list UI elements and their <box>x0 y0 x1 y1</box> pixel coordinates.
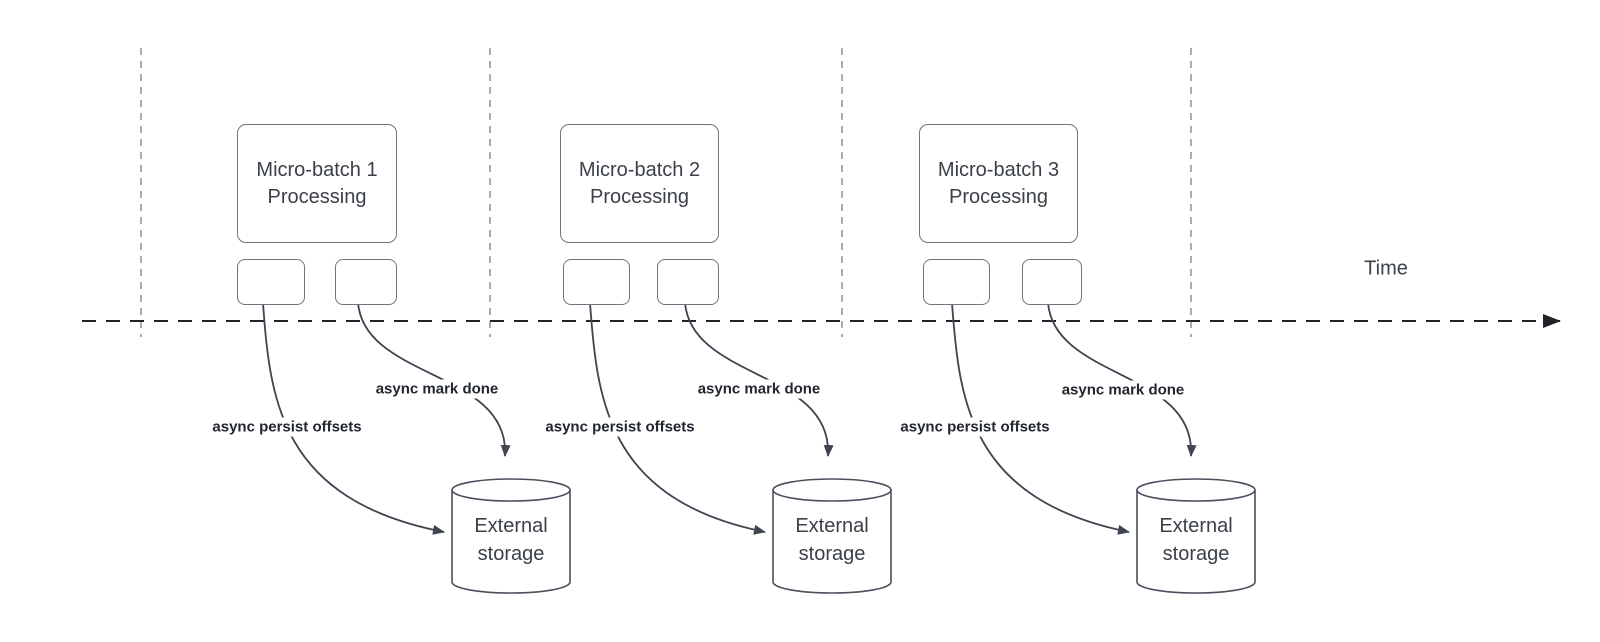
micro-batch-1-title: Micro-batch 1 <box>256 159 378 182</box>
external-storage-label: External storage <box>795 515 869 565</box>
external-storage-cylinder <box>451 478 571 594</box>
micro-batch-1-box: Micro-batch 1 Processing <box>237 124 397 243</box>
mark-done-label: async mark done <box>1058 380 1188 400</box>
micro-batch-3-title: Micro-batch 3 <box>937 159 1060 182</box>
persist-offsets-arrow <box>589 302 766 535</box>
task-box-left <box>237 259 305 305</box>
task-box-right <box>335 259 397 305</box>
task-box-left <box>923 259 990 305</box>
mark-done-arrow <box>357 302 511 457</box>
micro-batch-2-box: Micro-batch 2 Processing <box>560 124 719 243</box>
external-storage-label: External storage <box>474 515 548 565</box>
task-box-right <box>1022 259 1082 305</box>
persist-offsets-label: async persist offsets <box>542 417 698 437</box>
persist-offsets-label: async persist offsets <box>897 417 1053 437</box>
external-storage-cylinder <box>1136 478 1256 594</box>
persist-offsets-label: async persist offsets <box>209 417 365 437</box>
external-storage-label: External storage <box>1159 515 1233 565</box>
micro-batch-2-subtitle: Processing <box>590 185 689 208</box>
micro-batch-1-subtitle: Processing <box>267 185 367 208</box>
external-storage-cylinder <box>772 478 892 594</box>
persist-offsets-arrow <box>951 302 1130 535</box>
mark-done-arrow <box>1047 302 1197 457</box>
task-box-left <box>563 259 630 305</box>
mark-done-label: async mark done <box>372 379 502 399</box>
task-box-right <box>657 259 719 305</box>
persist-offsets-arrow <box>262 302 445 535</box>
micro-batch-3-box: Micro-batch 3 Processing <box>919 124 1078 243</box>
micro-batch-2-title: Micro-batch 2 <box>578 159 701 182</box>
mark-done-arrow <box>684 302 834 457</box>
micro-batch-3-subtitle: Processing <box>949 185 1048 208</box>
time-label: Time <box>1364 257 1408 280</box>
mark-done-label: async mark done <box>694 379 824 399</box>
